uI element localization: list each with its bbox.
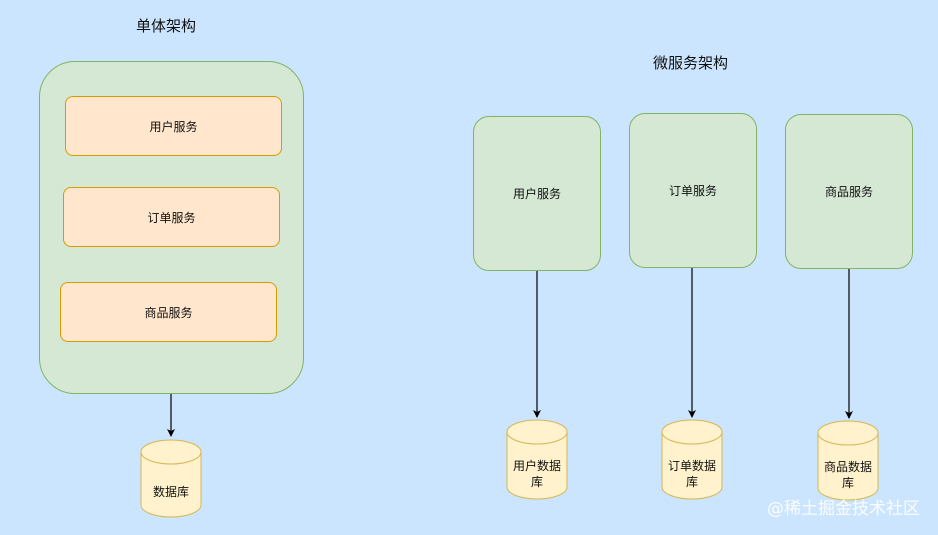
order-database-cylinder: [661, 419, 723, 500]
product-database-cylinder: [817, 420, 879, 501]
micro-service-user: 用户服务: [473, 116, 601, 271]
monolith-database-label: 数据库: [152, 485, 189, 499]
watermark: @稀土掘金技术社区: [767, 499, 920, 519]
user-database-label-line1: 用户数据: [512, 459, 561, 473]
micro-service-order-label: 订单服务: [668, 184, 717, 198]
micro-service-order: 订单服务: [629, 113, 757, 268]
user-database-label-line2: 库: [530, 475, 543, 489]
monolith-service-order: 订单服务: [63, 187, 280, 247]
user-database-label: 用户数据 库: [502, 458, 572, 490]
micro-service-product: 商品服务: [785, 114, 913, 269]
monolith-service-order-label: 订单服务: [147, 210, 196, 225]
order-database-label-line1: 订单数据: [667, 459, 716, 473]
product-database-label: 商品数据 库: [813, 459, 883, 491]
micro-service-user-label: 用户服务: [512, 187, 561, 201]
monolith-service-user: 用户服务: [65, 96, 282, 156]
micro-service-product-label: 商品服务: [824, 185, 873, 199]
monolith-service-user-label: 用户服务: [149, 119, 198, 134]
order-database-label: 订单数据 库: [657, 458, 727, 490]
monolith-service-product-label: 商品服务: [144, 305, 193, 320]
monolith-service-product: 商品服务: [60, 282, 277, 342]
order-database-label-line2: 库: [685, 475, 698, 489]
monolith-title: 单体架构: [136, 17, 197, 35]
user-database-cylinder: [506, 419, 568, 500]
microservices-title: 微服务架构: [653, 54, 729, 72]
product-database-label-line1: 商品数据: [823, 460, 872, 474]
monolith-database-cylinder: [140, 439, 202, 518]
product-database-label-line2: 库: [841, 476, 854, 490]
